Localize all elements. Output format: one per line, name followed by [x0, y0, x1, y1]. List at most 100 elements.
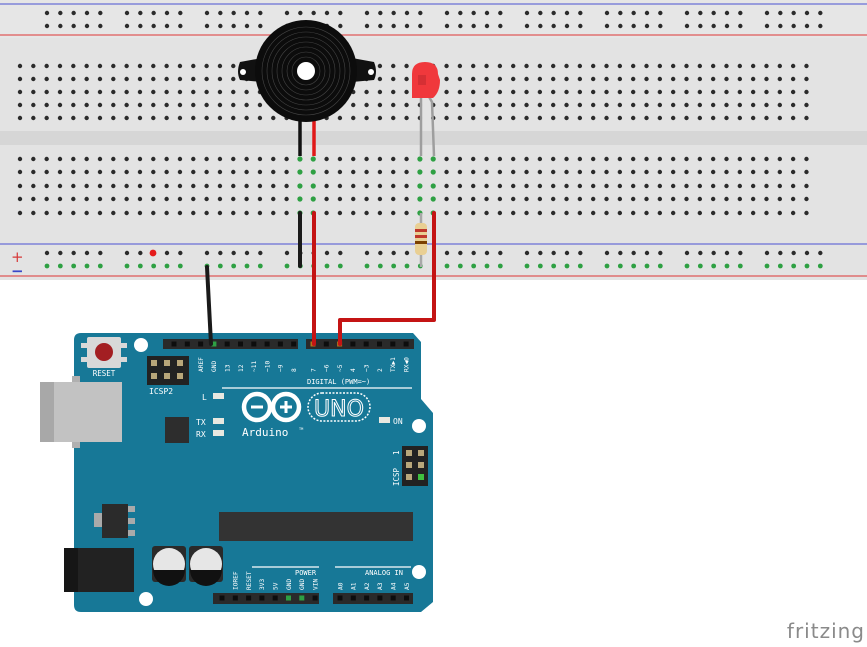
rail-hole-active [457, 263, 463, 269]
breadboard-hole [537, 196, 543, 202]
breadboard-hole [551, 156, 556, 162]
reset-button[interactable] [95, 343, 113, 361]
breadboard-hole [364, 89, 369, 95]
breadboard-hole [57, 102, 63, 108]
rail-hole [44, 23, 50, 29]
header-pin [337, 595, 343, 601]
breadboard-hole [471, 115, 476, 121]
breadboard-hole [524, 115, 529, 121]
rail-hole [791, 23, 796, 29]
header-pin [246, 595, 252, 601]
breadboard-hole [764, 89, 769, 95]
rail-hole [204, 23, 210, 29]
analog-pin-label: A1 [351, 582, 358, 590]
header-pin [377, 595, 383, 601]
breadboard-hole [151, 63, 156, 69]
breadboard-hole [657, 196, 663, 202]
rail-hole [404, 10, 410, 16]
breadboard-hole [777, 115, 783, 121]
breadboard-hole [764, 196, 769, 202]
breadboard-hole [191, 210, 196, 216]
breadboard-hole [444, 196, 449, 202]
breadboard-hole [750, 89, 756, 95]
gnd-wire[interactable] [205, 265, 213, 346]
breadboard-hole [124, 115, 129, 121]
breadboard-hole [804, 115, 809, 121]
breadboard-hole [604, 76, 609, 82]
breadboard-hole [271, 169, 276, 175]
rail-hole [338, 250, 343, 256]
breadboard-hole [497, 156, 503, 162]
resistor-band [415, 241, 427, 244]
breadboard-hole [217, 183, 223, 189]
breadboard-hole [790, 89, 796, 95]
mounting-hole [412, 565, 426, 579]
breadboard-hole [244, 196, 249, 202]
icsp-pin [406, 450, 412, 456]
breadboard-hole [564, 196, 569, 202]
rail-hole [551, 250, 556, 256]
voltage-regulator-leg [128, 506, 135, 512]
header-pin [291, 341, 297, 347]
breadboard-hole [484, 115, 489, 121]
breadboard-hole [124, 89, 129, 95]
breadboard-hole [404, 115, 409, 121]
breadboard-hole [497, 210, 503, 216]
breadboard-hole [444, 169, 449, 175]
breadboard-hole [737, 183, 743, 189]
breadboard-hole-active [417, 156, 423, 162]
breadboard-hole [710, 183, 716, 189]
icsp2-pin [177, 373, 183, 379]
rail-hole [124, 10, 130, 16]
breadboard-hole [44, 115, 49, 121]
rail-hole [404, 23, 410, 29]
breadboard-hole [577, 89, 583, 95]
rail-hole [818, 23, 823, 29]
rail-hole [538, 250, 543, 256]
rail-hole [444, 250, 450, 256]
breadboard-hole [750, 102, 756, 108]
rail-hole-active [577, 263, 583, 269]
rail-hole-active [257, 263, 263, 269]
rail-hole-active [764, 263, 770, 269]
breadboard-hole [511, 156, 516, 162]
breadboard-hole [551, 210, 556, 216]
breadboard-hole [17, 102, 23, 108]
breadboard-hole [457, 63, 463, 69]
rail-hole [644, 23, 650, 29]
breadboard-hole [724, 169, 729, 175]
breadboard-hole [391, 183, 396, 189]
resistor[interactable] [415, 213, 427, 267]
breadboard-hole [404, 210, 409, 216]
breadboard-hole [44, 63, 49, 69]
breadboard-hole [97, 89, 103, 95]
rail-hole-active [537, 263, 543, 269]
led-signal-wire[interactable] [338, 211, 436, 346]
header-pin [251, 341, 257, 347]
breadboard-hole [777, 63, 783, 69]
breadboard-hole [71, 115, 76, 121]
rail-hole [244, 250, 250, 256]
piezo-buzzer[interactable] [238, 20, 376, 156]
arduino-uno-board[interactable]: RESET ICSP2 ICSP 1 [40, 333, 433, 612]
breadboard-hole [764, 169, 769, 175]
breadboard-hole [684, 156, 689, 162]
rail-hole [564, 250, 570, 256]
breadboard-hole [244, 102, 249, 108]
breadboard-hole [17, 115, 23, 121]
rail-hole [258, 250, 263, 256]
breadboard-hole [151, 183, 156, 189]
breadboard-hole [670, 102, 676, 108]
rail-hole-active [444, 263, 450, 269]
breadboard-hole [617, 210, 623, 216]
breadboard-hole [111, 76, 116, 82]
header-pin [364, 595, 370, 601]
rail-hole [151, 23, 156, 29]
red-led[interactable] [412, 62, 440, 157]
rail-hole-active [777, 263, 783, 269]
rail-hole [618, 23, 623, 29]
rail-hole-active [337, 263, 343, 269]
rail-hole [658, 23, 663, 29]
rail-hole-active [137, 263, 143, 269]
buzzer-ring [276, 41, 336, 101]
